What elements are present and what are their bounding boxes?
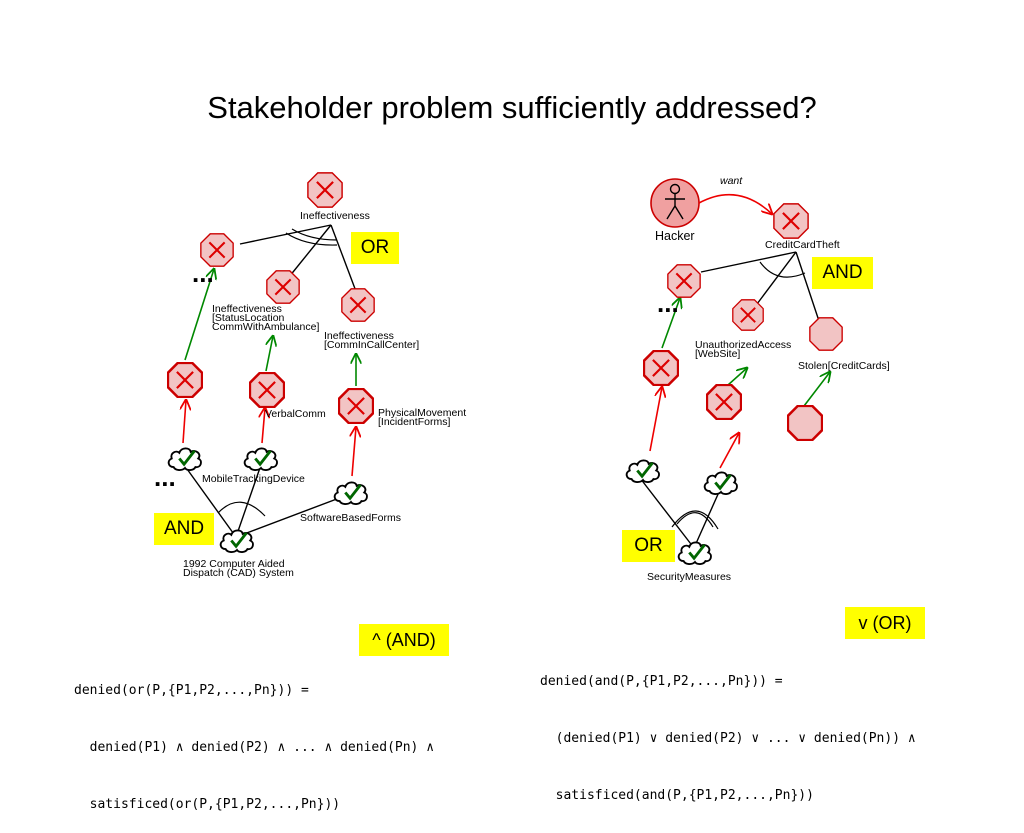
left-or-arc (285, 228, 338, 246)
want-link (698, 193, 772, 214)
left-formula-line-3: satisficed(or(P,{P1,P2,...,Pn})) (74, 797, 341, 812)
label-stolen-credit-cards: Stolen[CreditCards] (798, 360, 890, 372)
right-formula-line-2: (denied(P1) ∨ denied(P2) ∨ ... ∨ denied(… (540, 731, 916, 746)
label-verbal-comm-line: VerbalComm (265, 408, 326, 420)
label-ineffectiveness: Ineffectiveness (300, 210, 370, 222)
op-right-unnamed-cloud-icon (625, 458, 661, 484)
label-software-forms-line: SoftwareBasedForms (300, 512, 401, 524)
left-ellipsis-bottom: ... (154, 462, 176, 492)
label-security-measures: SecurityMeasures (647, 571, 731, 583)
label-unauthorized-access-line-2: [WebSite] (695, 348, 740, 360)
label-unauthorized-access-line-1: UnauthorizedAccess (695, 339, 791, 351)
and-symbol-tag: ^ (AND) (359, 624, 449, 656)
label-verbal-comm: VerbalComm (265, 408, 326, 420)
left-formula-line-1: denied(or(P,{P1,P2,...,Pn})) = (74, 683, 309, 698)
left-formula-line-2: denied(P1) ∧ denied(P2) ∧ ... ∧ denied(P… (74, 740, 435, 755)
label-status-location-line-3: CommWithAmbulance] (212, 321, 319, 333)
or-symbol-tag: v (OR) (845, 607, 925, 639)
label-physical-movement-line-2: [IncidentForms] (378, 416, 450, 428)
label-software-forms: SoftwareBasedForms (300, 512, 401, 524)
op-security-measures-cloud-icon (677, 540, 713, 566)
label-credit-card-theft: CreditCardTheft (765, 239, 840, 251)
left-and-arc (217, 501, 266, 517)
left-contributions (183, 269, 356, 477)
softgoal-status-location-icon (266, 270, 300, 304)
op-mobile-tracking-cloud-icon (243, 446, 279, 472)
label-want: want (720, 175, 743, 187)
label-unauthorized-access: UnauthorizedAccess [WebSite] (695, 339, 794, 360)
label-comm-call-center-line-2: [CommInCallCenter] (324, 339, 419, 351)
label-mobile-tracking: MobileTrackingDevice (202, 473, 305, 485)
label-hacker: Hacker (655, 229, 695, 243)
right-formula-line-1: denied(and(P,{P1,P2,...,Pn})) = (540, 674, 783, 689)
right-and-tag: AND (812, 257, 873, 289)
right-formula: denied(and(P,{P1,P2,...,Pn})) = (denied(… (540, 634, 916, 824)
left-or-tag: OR (351, 232, 399, 264)
label-physical-movement: PhysicalMovement [IncidentForms] (378, 407, 469, 428)
label-status-location: Ineffectiveness [StatusLocation CommWith… (212, 303, 319, 333)
right-contributions (649, 298, 830, 469)
softgoal-unauthorized-access-icon (732, 299, 764, 331)
actor-hacker-icon (650, 178, 700, 228)
left-and-tag: AND (154, 513, 214, 545)
label-status-location-line-2: [StatusLocation (212, 312, 285, 324)
op-software-forms-cloud-icon (333, 480, 369, 506)
right-and-arc (759, 261, 806, 278)
softgoal-stolen-credit-cards-icon (809, 317, 843, 351)
softgoal-denied-1-icon (167, 362, 203, 398)
softgoal-verbal-comm-icon (249, 372, 285, 408)
label-cad-system-line-2: Dispatch (CAD) System (183, 567, 294, 579)
softgoal-credit-card-theft-icon (773, 203, 809, 239)
label-status-location-line-1: Ineffectiveness (212, 303, 282, 315)
softgoal-right-denied-3-icon (787, 405, 823, 441)
label-physical-movement-line-1: PhysicalMovement (378, 407, 466, 419)
softgoal-diagram: Ineffectiveness Ineffectiveness [StatusL… (154, 172, 890, 583)
right-decomposition-links (639, 251, 821, 549)
label-mobile-tracking-line: MobileTrackingDevice (202, 473, 305, 485)
right-formula-line-3: satisficed(and(P,{P1,P2,...,Pn})) (540, 788, 814, 803)
left-ellipsis-top: ... (192, 258, 214, 288)
softgoal-right-denied-2-icon (706, 384, 742, 420)
page-title: Stakeholder problem sufficiently address… (207, 90, 817, 125)
op-cad-system-cloud-icon (219, 528, 255, 554)
softgoal-physical-movement-icon (338, 388, 374, 424)
right-ellipsis: ... (657, 288, 679, 318)
label-cad-system: 1992 Computer Aided Dispatch (CAD) Syste… (183, 558, 294, 579)
softgoal-ineffectiveness-icon (307, 172, 343, 208)
softgoal-comm-call-center-icon (341, 288, 375, 322)
op-right-check-cloud-icon (703, 470, 739, 496)
softgoal-right-denied-1-icon (643, 350, 679, 386)
left-decomposition-links (181, 224, 358, 538)
label-comm-call-center: Ineffectiveness [CommInCallCenter] (324, 330, 419, 351)
right-or-arc (671, 510, 719, 530)
right-or-tag: OR (622, 530, 675, 562)
left-formula: denied(or(P,{P1,P2,...,Pn})) = denied(P1… (74, 643, 434, 833)
label-ineffectiveness-line: Ineffectiveness (300, 210, 370, 222)
label-cad-system-line-1: 1992 Computer Aided (183, 558, 285, 570)
label-comm-call-center-line-1: Ineffectiveness (324, 330, 394, 342)
